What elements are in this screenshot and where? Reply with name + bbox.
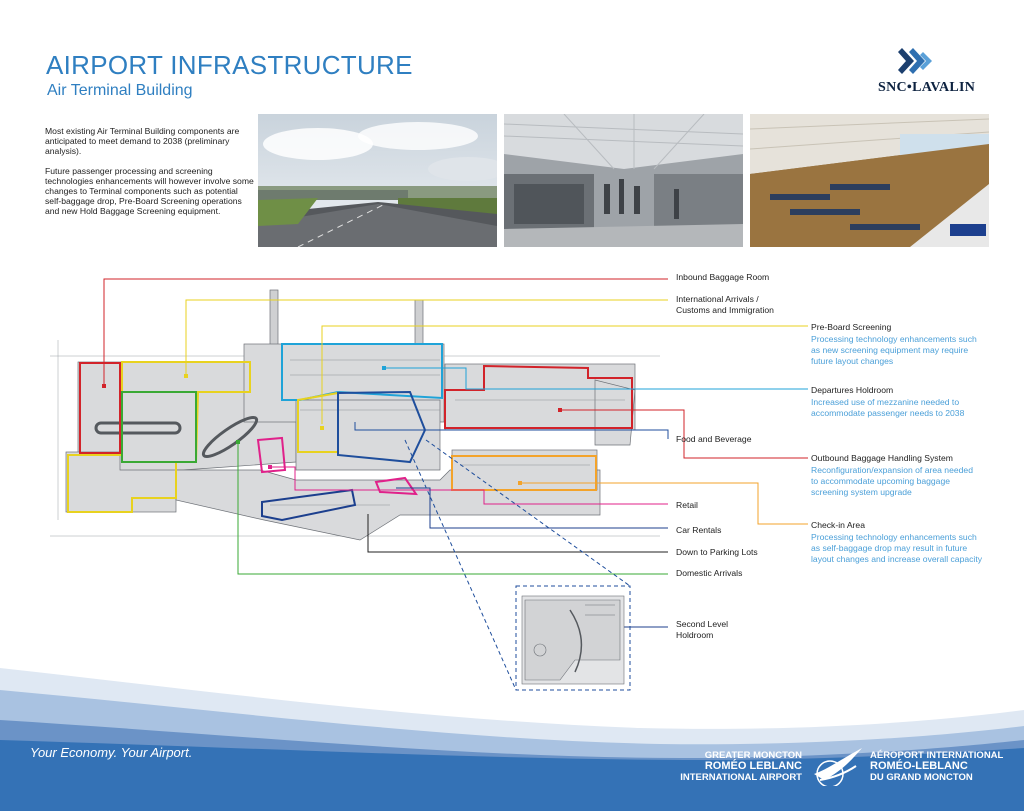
terminal-floor-plan xyxy=(65,289,636,541)
intro-paragraph-1: Most existing Air Terminal Building comp… xyxy=(45,126,240,156)
footer-fr-line1: AÉROPORT INTERNATIONAL xyxy=(870,750,1004,761)
footer-fr-line3: DU GRAND MONCTON xyxy=(870,772,973,783)
label-food-beverage: Food and Beverage xyxy=(676,434,752,444)
label-pre-board-screening: Pre-Board Screening xyxy=(811,322,892,332)
zone-retail-right xyxy=(374,476,418,496)
zone-retail-left xyxy=(256,436,287,474)
label-parking: Down to Parking Lots xyxy=(676,547,758,557)
terminal-interior-photo xyxy=(504,114,743,247)
brand-name: SNC•LAVALIN xyxy=(878,80,976,95)
footer-airport-name-fr: AÉROPORT INTERNATIONAL ROMÉO-LEBLANC DU … xyxy=(870,750,1003,783)
airport-logo-icon xyxy=(814,748,862,786)
desc-pre-board-screening: Processing technology enhancements such … xyxy=(811,334,977,366)
zone-inbound-baggage xyxy=(79,362,121,454)
desc-outbound-baggage: Reconfiguration/expansion of area needed… xyxy=(811,465,973,497)
footer-airport-name-en: GREATER MONCTON ROMÉO LEBLANC INTERNATIO… xyxy=(660,750,802,783)
label-outbound-baggage: Outbound Baggage Handling System xyxy=(811,453,953,463)
label-car-rentals: Car Rentals xyxy=(676,525,722,535)
intro-paragraph-2: Future passenger processing and screenin… xyxy=(45,166,254,216)
label-departures-holdroom: Departures Holdroom xyxy=(811,385,894,395)
footer-en-line3: INTERNATIONAL AIRPORT xyxy=(680,772,802,783)
label-international-arrivals-line2: Customs and Immigration xyxy=(676,305,774,315)
page-title: AIRPORT INFRASTRUCTURE xyxy=(46,50,413,80)
label-inbound-baggage: Inbound Baggage Room xyxy=(676,272,770,282)
zone-check-in xyxy=(451,455,597,491)
label-international-arrivals-line1: International Arrivals / xyxy=(676,294,759,304)
snc-lavalin-logo-icon xyxy=(898,48,932,74)
zone-car-rentals xyxy=(261,488,357,522)
intro-text: Most existing Air Terminal Building comp… xyxy=(45,126,255,226)
zone-domestic-arrivals xyxy=(121,391,197,463)
footer-en-line2: ROMÉO LEBLANC xyxy=(704,760,802,772)
footer-slogan: Your Economy. Your Airport. xyxy=(30,745,193,760)
label-domestic-arrivals: Domestic Arrivals xyxy=(676,568,743,578)
second-level-inset-plan xyxy=(521,595,625,685)
page-subtitle: Air Terminal Building xyxy=(47,82,193,99)
zone-departures xyxy=(337,390,427,464)
desc-departures-holdroom: Increased use of mezzanine needed to acc… xyxy=(811,397,965,418)
label-second-level-line2: Holdroom xyxy=(676,630,714,640)
label-retail: Retail xyxy=(676,500,698,510)
footer-fr-line2: ROMÉO-LEBLANC xyxy=(870,760,968,772)
label-second-level-line1: Second Level xyxy=(676,619,729,629)
footer-wave xyxy=(0,668,1024,811)
footer-en-line1: GREATER MONCTON xyxy=(704,750,802,761)
desc-check-in-area: Processing technology enhancements such … xyxy=(811,532,983,564)
holdroom-photo xyxy=(750,114,989,247)
label-check-in-area: Check-in Area xyxy=(811,520,865,530)
terminal-exterior-photo xyxy=(258,114,497,247)
zone-outbound-baggage xyxy=(444,364,633,429)
